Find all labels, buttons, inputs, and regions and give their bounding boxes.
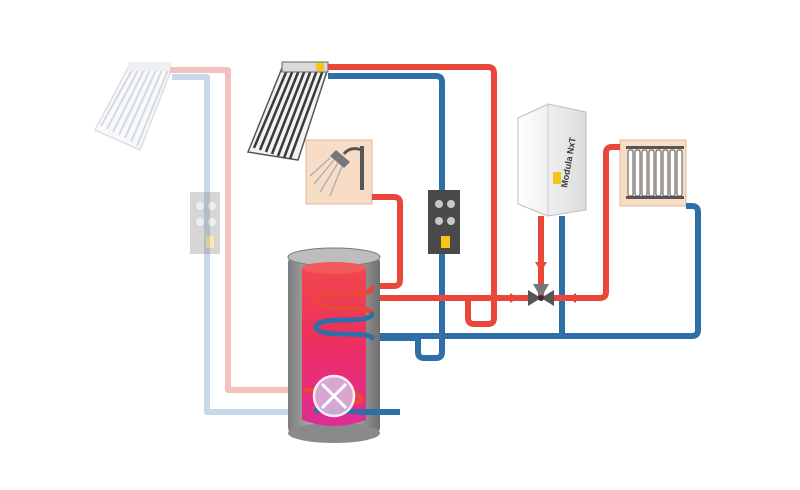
radiator-return-pipe [372,203,701,339]
pump-station-icon [428,190,460,254]
faded-cold-pipe [172,74,305,415]
solar-hot-pipe [328,64,497,327]
faded-hot-pipe [170,67,305,393]
faded-solar-circuit [93,62,305,415]
faded-pump-station-icon [190,192,220,254]
shower-icon [305,139,373,205]
heating-element-icon [312,374,356,418]
mixing-valve-icon [510,284,576,306]
solar-cold-pipe [328,73,445,361]
radiator-flow-pipe [548,144,620,301]
boiler-flow-arrow [535,262,547,272]
boiler-icon: Modula NxT [517,103,587,217]
radiator-icon [619,139,687,207]
shower-hot-pipe [372,194,403,289]
tank-upper-coil [313,285,375,341]
faded-solar-collector-icon [93,62,174,152]
